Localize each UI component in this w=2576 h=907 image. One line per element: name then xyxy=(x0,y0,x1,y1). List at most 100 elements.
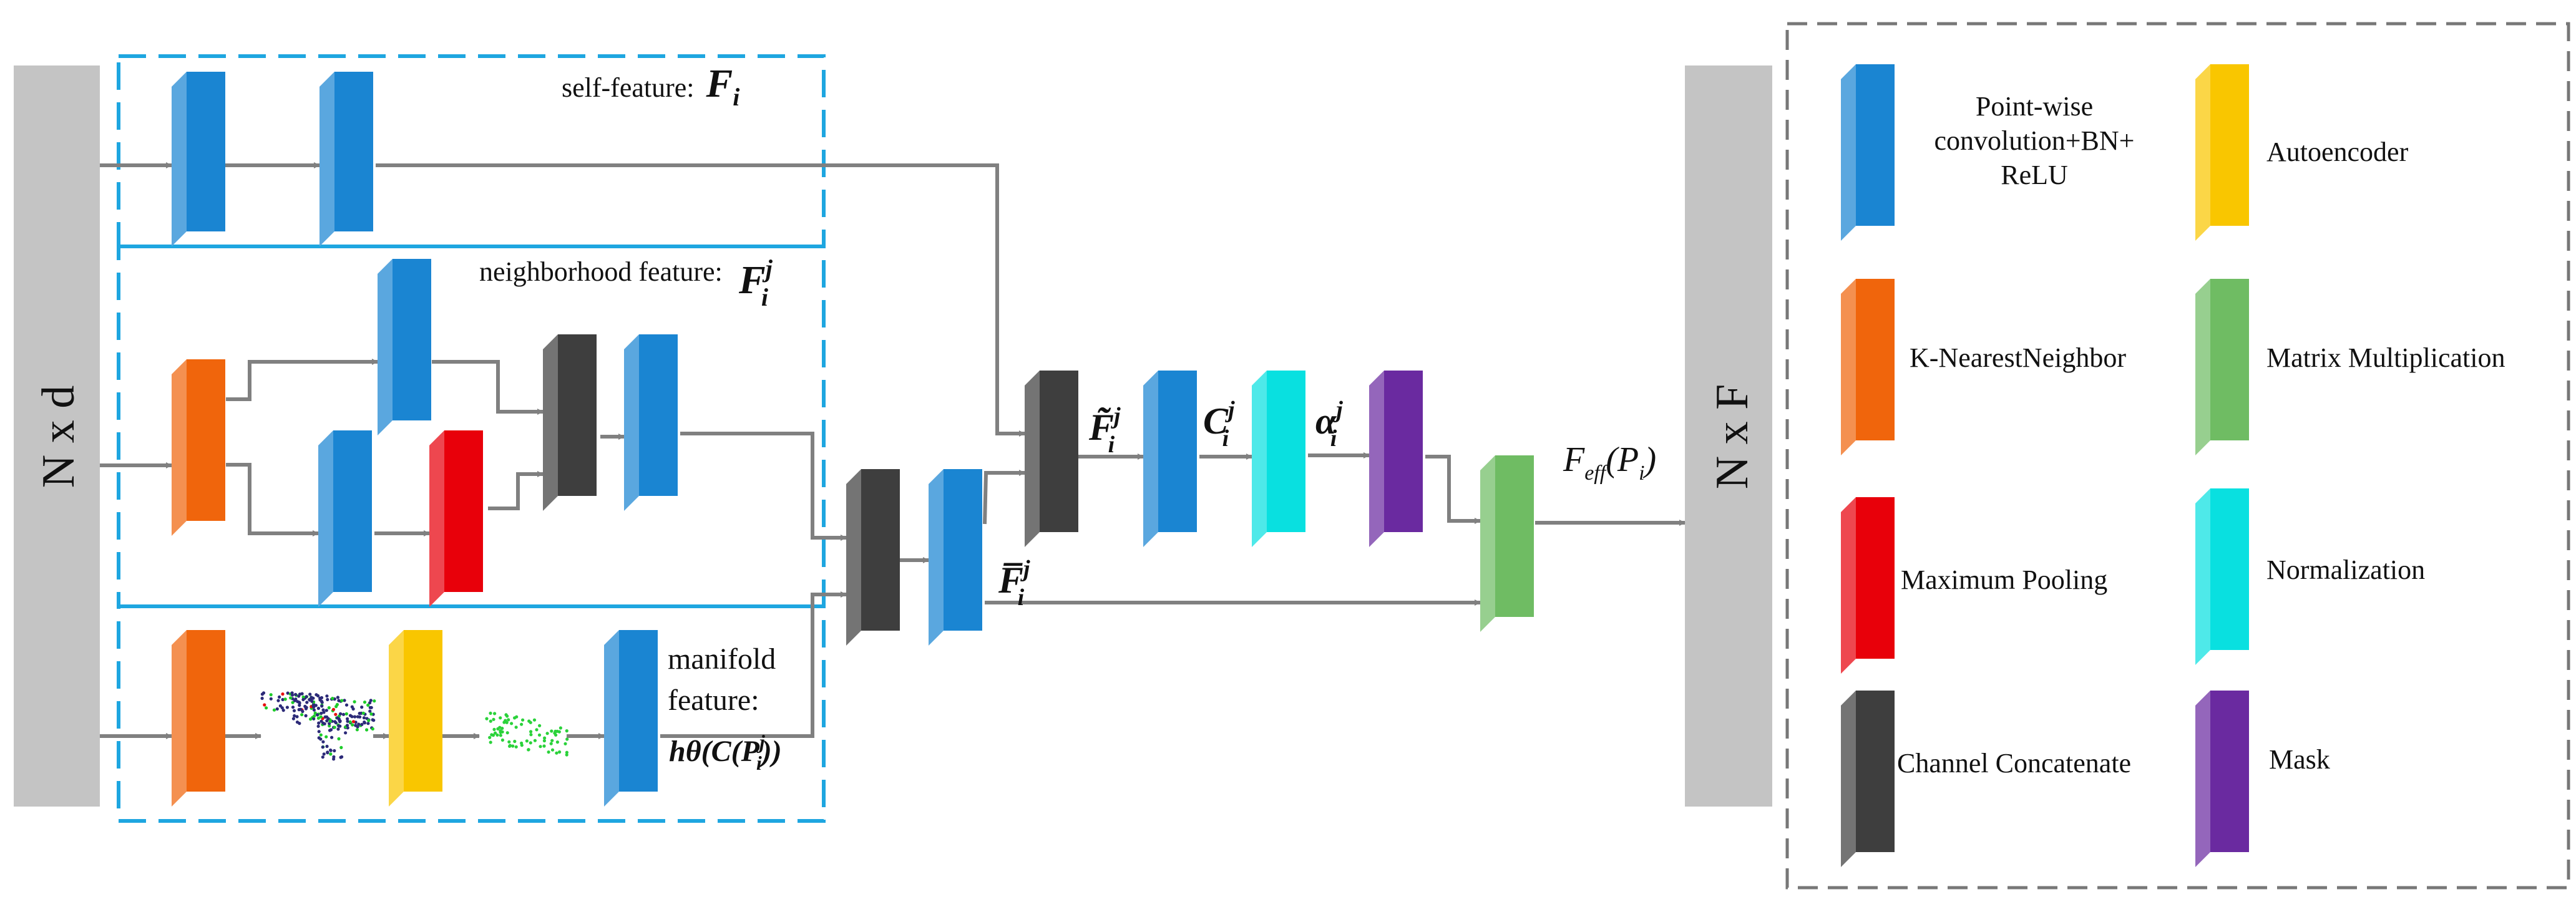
point-cloud-dot xyxy=(356,725,359,729)
point-cloud-dot xyxy=(304,714,308,717)
point-cloud-dot xyxy=(539,745,542,749)
point-cloud-dot xyxy=(269,693,273,697)
point-cloud-dot xyxy=(317,730,321,734)
point-cloud-dot xyxy=(369,706,373,709)
point-cloud-dot xyxy=(542,744,546,748)
point-cloud-dot xyxy=(495,733,499,737)
point-cloud-dot xyxy=(321,740,325,744)
point-cloud-dot xyxy=(281,709,285,712)
block-conv-merge xyxy=(929,469,982,646)
block-maxpool xyxy=(429,430,483,607)
point-cloud-dot xyxy=(489,711,492,715)
point-cloud-dot xyxy=(494,731,497,735)
block-conv-c xyxy=(1143,371,1197,547)
neighborhood-feature-label: neighborhood feature: xyxy=(479,256,723,287)
point-cloud-dot xyxy=(305,706,308,709)
f-eff-label: Feff(Pi) xyxy=(1563,440,1656,485)
point-cloud-dot xyxy=(326,697,329,702)
point-cloud-dot xyxy=(339,745,343,749)
point-cloud-dot xyxy=(281,697,285,702)
point-cloud-dot xyxy=(317,721,321,725)
point-cloud-dot xyxy=(319,715,323,719)
point-cloud-dot xyxy=(535,728,539,732)
manifold-feature-line2: feature: xyxy=(668,684,759,717)
point-cloud-dot xyxy=(295,715,299,719)
legend-box xyxy=(1785,22,2570,890)
point-cloud-dot xyxy=(348,720,352,724)
point-cloud-dot xyxy=(315,693,318,697)
point-cloud-dot xyxy=(527,719,531,723)
point-cloud-dot xyxy=(350,705,354,709)
point-cloud-dot xyxy=(327,706,331,710)
point-cloud-dot xyxy=(363,721,367,725)
point-cloud-dot xyxy=(297,708,301,712)
point-cloud-dot xyxy=(339,755,343,759)
point-cloud-dot xyxy=(558,750,562,754)
point-cloud-dot xyxy=(565,753,568,757)
point-cloud-dot xyxy=(341,712,346,716)
legend-label-autoencoder: Autoencoder xyxy=(2266,137,2409,167)
point-cloud-dot xyxy=(362,716,366,720)
manifold-feature-line1: manifold xyxy=(668,643,776,676)
blocks-layer xyxy=(172,64,2249,867)
legend-label-norm: Normalization xyxy=(2266,555,2425,585)
point-cloud-dot xyxy=(500,727,504,730)
point-cloud-dot xyxy=(305,695,308,699)
legend-label-conv-2: convolution+BN+ xyxy=(1934,125,2135,156)
point-cloud-dot xyxy=(550,739,554,742)
point-cloud-dot xyxy=(285,706,289,709)
point-cloud-dot xyxy=(335,702,339,707)
point-cloud-dot xyxy=(549,742,553,745)
legend-swatch-matmul xyxy=(2195,279,2249,455)
point-cloud-dot xyxy=(312,708,316,712)
point-cloud-dot xyxy=(505,720,509,724)
point-cloud-dot xyxy=(371,718,374,722)
block-conv-neighbor-out xyxy=(624,334,678,511)
point-cloud-dot xyxy=(537,733,542,737)
point-cloud-dot xyxy=(353,700,356,704)
point-cloud-dot xyxy=(301,697,305,702)
point-cloud-dot xyxy=(340,699,344,702)
point-cloud-dot xyxy=(510,722,514,725)
point-cloud-dot xyxy=(499,734,503,737)
point-cloud-dot xyxy=(301,709,305,714)
point-cloud-dot xyxy=(368,701,372,705)
point-cloud-dot xyxy=(502,720,506,724)
point-cloud-dot xyxy=(492,717,495,721)
point-cloud-dot xyxy=(353,715,357,719)
block-conv-neighbor-bottom xyxy=(318,430,372,607)
point-cloud-dot xyxy=(520,722,524,726)
point-cloud-dot xyxy=(291,701,295,704)
point-cloud-dot xyxy=(326,751,329,755)
point-cloud-dot xyxy=(316,716,320,720)
point-cloud-dot xyxy=(525,739,529,743)
point-cloud-dot xyxy=(513,716,517,720)
point-cloud-dot xyxy=(358,715,362,719)
point-cloud-dot xyxy=(344,731,348,735)
point-cloud-dot xyxy=(346,719,349,723)
point-cloud-dot xyxy=(555,740,560,744)
legend-label-knn: K-NearestNeighbor xyxy=(1910,342,2126,373)
point-cloud-dot xyxy=(336,696,340,699)
point-cloud-dot xyxy=(305,701,309,704)
point-cloud-dot xyxy=(514,725,518,729)
point-cloud-dot xyxy=(344,703,349,707)
point-cloud-dot xyxy=(328,729,332,732)
point-cloud-dot xyxy=(529,733,533,737)
point-cloud-dot xyxy=(316,713,320,717)
point-cloud-dot xyxy=(543,736,547,740)
point-cloud-dot xyxy=(283,697,287,701)
point-cloud-dot xyxy=(297,694,301,698)
point-cloud-dot xyxy=(294,692,298,696)
point-cloud-dot xyxy=(339,712,343,715)
point-cloud-dot xyxy=(513,739,517,744)
point-cloud-dot xyxy=(489,740,492,744)
point-cloud-dot xyxy=(275,707,279,711)
neighborhood-feature-box xyxy=(117,245,826,608)
point-cloud-dot xyxy=(500,730,504,734)
point-cloud-dot xyxy=(550,729,554,733)
block-concat-merge xyxy=(846,469,900,646)
point-cloud-dot xyxy=(369,712,373,716)
